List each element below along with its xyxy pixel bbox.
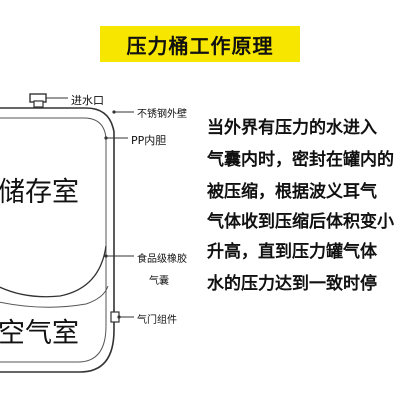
- label-food-rubber: 食品级橡胶: [137, 254, 187, 265]
- label-pp-liner: PP内胆: [131, 134, 167, 147]
- leader-dot-bladder: [104, 254, 108, 258]
- description-line: 气囊内时，密封在罐内的: [207, 150, 394, 170]
- leader-dot-liner: [104, 136, 108, 140]
- description-line: 当外界有压力的水进入: [207, 118, 377, 138]
- label-bladder: 气囊: [149, 276, 169, 287]
- description-line: 气体收到压缩后体积变小: [207, 212, 394, 232]
- storage-chamber-label: 储存室: [0, 177, 79, 208]
- diagram-title: 压力桶工作原理: [126, 33, 274, 58]
- description-line: 升高，直到压力罐气体: [207, 242, 377, 262]
- title-banner: 压力桶工作原理: [100, 26, 300, 62]
- rubber-bladder: [0, 245, 107, 298]
- label-stainless-shell: 不锈钢外壁: [137, 109, 187, 120]
- inlet-fitting-base: [33, 100, 44, 108]
- label-inlet: 进水口: [71, 94, 104, 107]
- leader-dot-steel: [112, 110, 116, 114]
- leader-dot-valve: [117, 315, 121, 319]
- chamber-divider: [0, 285, 109, 308]
- description-line: 被压缩，根据波义耳气: [207, 182, 377, 202]
- air-chamber-label: 空气室: [0, 318, 79, 349]
- description-line: 水的压力达到一致时停: [207, 274, 377, 294]
- pp-liner: [0, 117, 107, 363]
- label-valve-assembly: 气门组件: [137, 315, 177, 326]
